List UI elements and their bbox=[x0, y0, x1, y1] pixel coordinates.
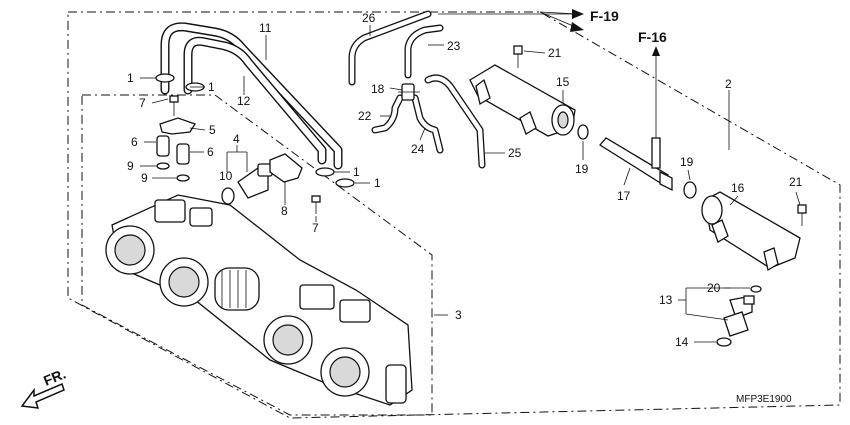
hose-clip-1d bbox=[335, 178, 355, 188]
hose-26 bbox=[348, 10, 432, 86]
callout-11: 11 bbox=[259, 21, 272, 35]
callout-7a: 7 bbox=[139, 96, 146, 110]
callout-2: 2 bbox=[725, 77, 732, 91]
callout-24: 24 bbox=[411, 142, 425, 156]
fuel-pipe-17 bbox=[599, 137, 673, 192]
callout-17: 17 bbox=[617, 189, 631, 203]
callout-6a: 6 bbox=[131, 135, 138, 149]
screw-7-lower bbox=[311, 195, 321, 214]
hose-24 bbox=[411, 94, 444, 154]
callout-10: 10 bbox=[219, 169, 233, 183]
injector-13 bbox=[723, 295, 755, 337]
callout-25: 25 bbox=[508, 146, 522, 160]
callout-13: 13 bbox=[659, 293, 673, 307]
callout-1c: 1 bbox=[353, 165, 360, 179]
callout-21b: 21 bbox=[789, 175, 803, 189]
o-ring-10 bbox=[221, 187, 235, 205]
callout-4: 4 bbox=[233, 132, 240, 146]
callout-19b: 19 bbox=[680, 155, 694, 169]
o-ring-20 bbox=[750, 285, 762, 293]
callout-1b: 1 bbox=[208, 80, 215, 94]
plate-8 bbox=[269, 153, 303, 183]
breather-hose-11 bbox=[160, 22, 343, 170]
leader-lines bbox=[140, 9, 801, 343]
throttle-body-group-frame bbox=[81, 94, 433, 416]
front-direction-arrow: FR. bbox=[20, 365, 68, 409]
callout-9a: 9 bbox=[127, 159, 134, 173]
front-direction-label: FR. bbox=[41, 365, 68, 388]
bolt-21-upper bbox=[513, 45, 523, 68]
callout-23: 23 bbox=[447, 39, 461, 53]
callout-18: 18 bbox=[371, 82, 385, 96]
hose-23 bbox=[404, 24, 444, 79]
callout-19a: 19 bbox=[575, 162, 589, 176]
reference-f16: F-16 bbox=[638, 29, 667, 45]
o-ring-9a bbox=[156, 162, 170, 170]
fuel-rail-15 bbox=[469, 64, 576, 137]
hose-22 bbox=[371, 94, 404, 134]
joint-18 bbox=[398, 83, 420, 101]
callout-6b: 6 bbox=[207, 145, 214, 159]
breather-hose-12 bbox=[183, 36, 327, 165]
bolt-21-lower bbox=[797, 204, 807, 226]
o-ring-19-right bbox=[683, 181, 697, 199]
callout-8: 8 bbox=[281, 204, 288, 218]
screw-7-upper bbox=[169, 95, 179, 116]
callout-16: 16 bbox=[731, 181, 745, 195]
throttle-body-assembly-3 bbox=[105, 194, 413, 406]
o-ring-19-left bbox=[577, 124, 589, 140]
o-ring-9b bbox=[176, 174, 190, 182]
fuel-rail-16 bbox=[701, 191, 801, 272]
hose-25 bbox=[424, 74, 486, 169]
callout-21a: 21 bbox=[548, 46, 562, 60]
callout-26: 26 bbox=[362, 11, 376, 25]
callout-1d: 1 bbox=[374, 176, 381, 190]
callout-22: 22 bbox=[358, 109, 372, 123]
seal-ring-14 bbox=[716, 337, 732, 347]
callout-3: 3 bbox=[455, 308, 462, 322]
callout-20: 20 bbox=[707, 281, 721, 295]
link-5 bbox=[159, 117, 196, 135]
reference-f19: F-19 bbox=[590, 8, 619, 24]
drawing-code: MFP3E1900 bbox=[736, 394, 792, 405]
hose-clip-1c bbox=[315, 167, 335, 177]
callout-14: 14 bbox=[675, 335, 689, 349]
callout-1a: 1 bbox=[127, 71, 134, 85]
callout-15: 15 bbox=[556, 75, 570, 89]
callout-12: 12 bbox=[237, 94, 251, 108]
sensor-4 bbox=[237, 163, 273, 199]
joint-6b bbox=[176, 143, 190, 165]
callout-5: 5 bbox=[209, 123, 216, 137]
callout-9b: 9 bbox=[141, 171, 148, 185]
joint-6a bbox=[156, 135, 170, 157]
callout-7b: 7 bbox=[312, 221, 319, 235]
hose-clip-1a bbox=[155, 73, 175, 83]
